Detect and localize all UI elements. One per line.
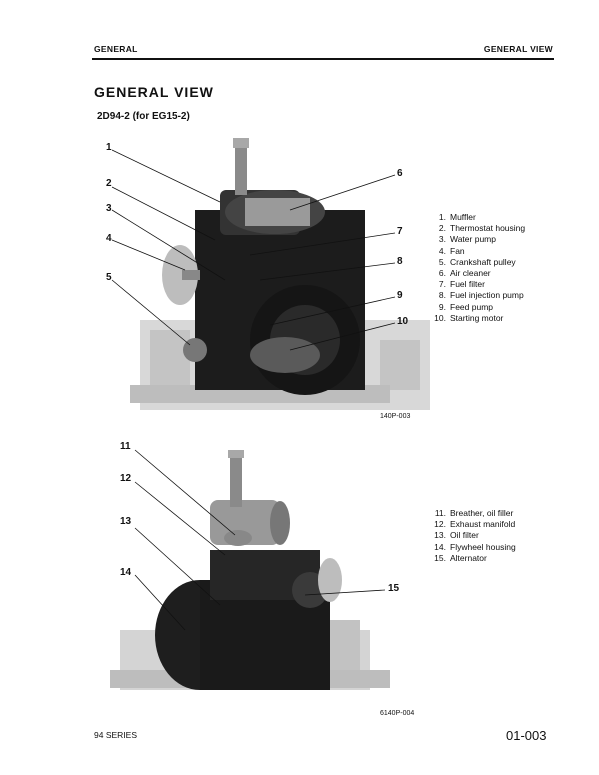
legend-item: 15.Alternator	[434, 552, 487, 563]
figure-code: 6140P-004	[380, 710, 415, 717]
running-header-section: GENERAL	[94, 44, 138, 54]
header-rule	[92, 58, 554, 60]
legend-item: 13.Oil filter	[434, 530, 479, 541]
engine-front-photo	[111, 138, 430, 410]
legend-item: 6.Air cleaner	[438, 268, 491, 279]
legend-item: 1.Muffler	[438, 212, 476, 222]
callout-14: 14	[120, 567, 132, 578]
legend-front-view: 1.Muffler 2.Thermostat housing 3.Water p…	[434, 212, 525, 324]
callout-8: 8	[397, 256, 403, 267]
legend-item: 12.Exhaust manifold	[434, 519, 516, 530]
page-title: GENERAL VIEW	[94, 84, 214, 100]
running-header-topic: GENERAL VIEW	[483, 44, 553, 54]
callout-2: 2	[106, 178, 112, 189]
engine-rear-figure: 11 12 13 14 15 6140P-004	[90, 440, 430, 720]
callout-4: 4	[106, 233, 112, 244]
engine-rear-photo	[110, 449, 390, 690]
legend-item: 11.Breather, oil filler	[434, 508, 514, 518]
legend-rear-view: 11.Breather, oil filler 12.Exhaust manif…	[434, 508, 516, 564]
footer-series: 94 SERIES	[94, 730, 137, 740]
callout-10: 10	[397, 316, 409, 327]
legend-item: 5.Crankshaft pulley	[438, 256, 516, 267]
callout-5: 5	[106, 272, 112, 283]
callout-3: 3	[106, 203, 112, 214]
callout-11: 11	[120, 441, 131, 452]
page-number: 01-003	[506, 728, 547, 743]
engine-front-figure: 1 2 3 4 5 6 7 8 9 10 140P-003	[90, 130, 430, 430]
legend-item: 4.Fan	[438, 245, 465, 256]
callout-15: 15	[388, 583, 400, 594]
callout-6: 6	[397, 168, 403, 179]
callout-1: 1	[106, 142, 112, 153]
legend-item: 8.Fuel injection pump	[438, 290, 524, 301]
callout-9: 9	[397, 290, 403, 301]
legend-item: 14.Flywheel housing	[434, 541, 516, 552]
callout-12: 12	[120, 473, 132, 484]
legend-item: 3.Water pump	[438, 234, 496, 245]
legend-item: 10.Starting motor	[434, 312, 504, 323]
legend-item: 2.Thermostat housing	[438, 223, 526, 234]
model-subtitle: 2D94-2 (for EG15-2)	[97, 111, 190, 122]
callout-13: 13	[120, 516, 132, 527]
legend-item: 9.Feed pump	[438, 301, 493, 312]
figure-code: 140P-003	[380, 413, 411, 420]
legend-item: 7.Fuel filter	[438, 279, 485, 290]
callout-7: 7	[397, 226, 403, 237]
